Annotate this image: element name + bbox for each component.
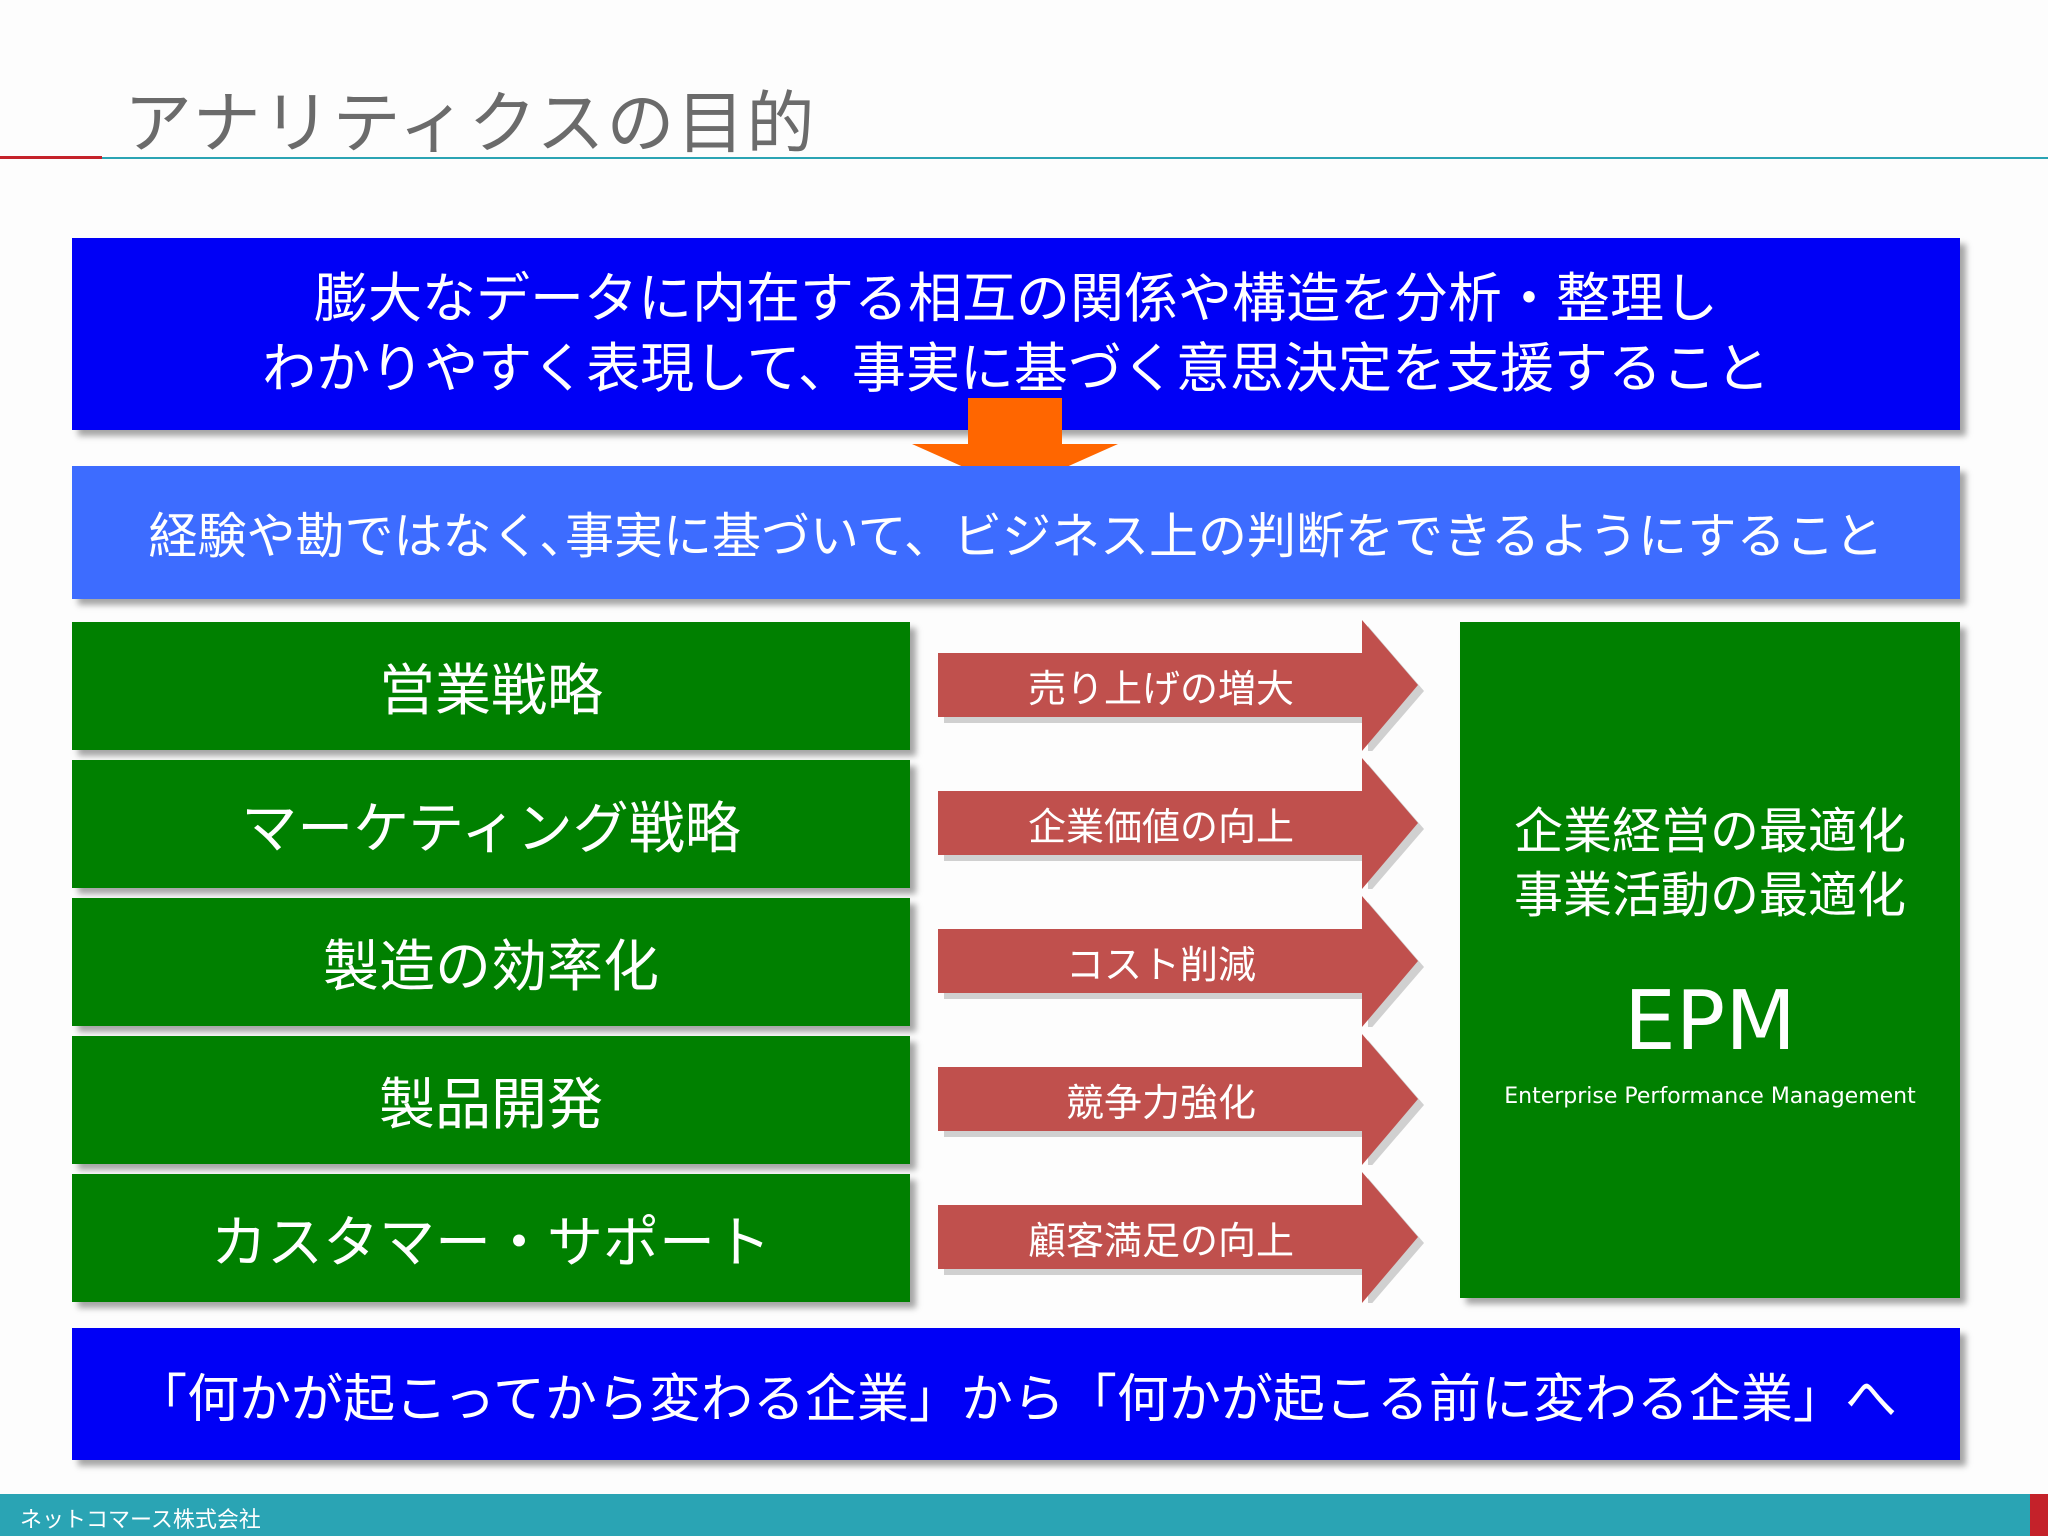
right-arrow-icon xyxy=(938,896,1424,1027)
area-sales-strategy: 営業戦略 xyxy=(72,622,910,750)
effect-label: 売り上げの増大 xyxy=(1027,667,1294,711)
effect-arrow-revenue: 売り上げの増大 xyxy=(938,620,1430,751)
epm-line-2: 事業活動の最適化 xyxy=(1513,867,1906,924)
epm-box: 企業経営の最適化 事業活動の最適化 EPM Enterprise Perform… xyxy=(1460,622,1960,1298)
effect-arrow-cost-reduction: コスト削減 xyxy=(938,896,1430,1027)
title-rule-teal xyxy=(102,157,2048,159)
epm-full-name: Enterprise Performance Management xyxy=(1504,1084,1916,1109)
epm-acronym: EPM xyxy=(1623,974,1796,1069)
conclusion-box: 「何かが起こってから変わる企業」から「何かが起こる前に変わる企業」へ xyxy=(72,1328,1960,1460)
slide-title: アナリティクスの目的 xyxy=(124,85,817,164)
area-manufacturing-efficiency: 製造の効率化 xyxy=(72,898,910,1026)
right-arrow-icon xyxy=(938,620,1424,751)
purpose-box: 経験や勘ではなく､事実に基づいて、ビジネス上の判断をできるようにすること xyxy=(72,466,1960,599)
right-arrow-icon xyxy=(938,1172,1424,1303)
area-customer-support: カスタマー・サポート xyxy=(72,1174,910,1302)
definition-line-1: 膨大なデータに内在する相互の関係や構造を分析・整理し xyxy=(314,267,1718,330)
definition-line-2: わかりやすく表現して、事実に基づく意思決定を支援すること xyxy=(262,337,1770,400)
effect-label: コスト削減 xyxy=(1065,943,1256,987)
effect-arrow-competitiveness: 競争力強化 xyxy=(938,1034,1430,1165)
effect-label: 顧客満足の向上 xyxy=(1027,1219,1294,1263)
right-arrow-icon xyxy=(938,758,1424,889)
area-product-development: 製品開発 xyxy=(72,1036,910,1164)
effect-label: 企業価値の向上 xyxy=(1027,805,1294,849)
effect-arrow-customer-satisfaction: 顧客満足の向上 xyxy=(938,1172,1430,1303)
effect-label: 競争力強化 xyxy=(1065,1081,1256,1125)
footer-accent xyxy=(2030,1494,2048,1536)
effect-arrow-corporate-value: 企業価値の向上 xyxy=(938,758,1430,889)
epm-line-1: 企業経営の最適化 xyxy=(1513,803,1906,860)
right-arrow-icon xyxy=(938,1034,1424,1165)
footer-bar xyxy=(0,1494,2030,1536)
title-rule-red xyxy=(0,156,102,159)
company-name: ネットコマース株式会社 xyxy=(20,1508,261,1533)
area-marketing-strategy: マーケティング戦略 xyxy=(72,760,910,888)
